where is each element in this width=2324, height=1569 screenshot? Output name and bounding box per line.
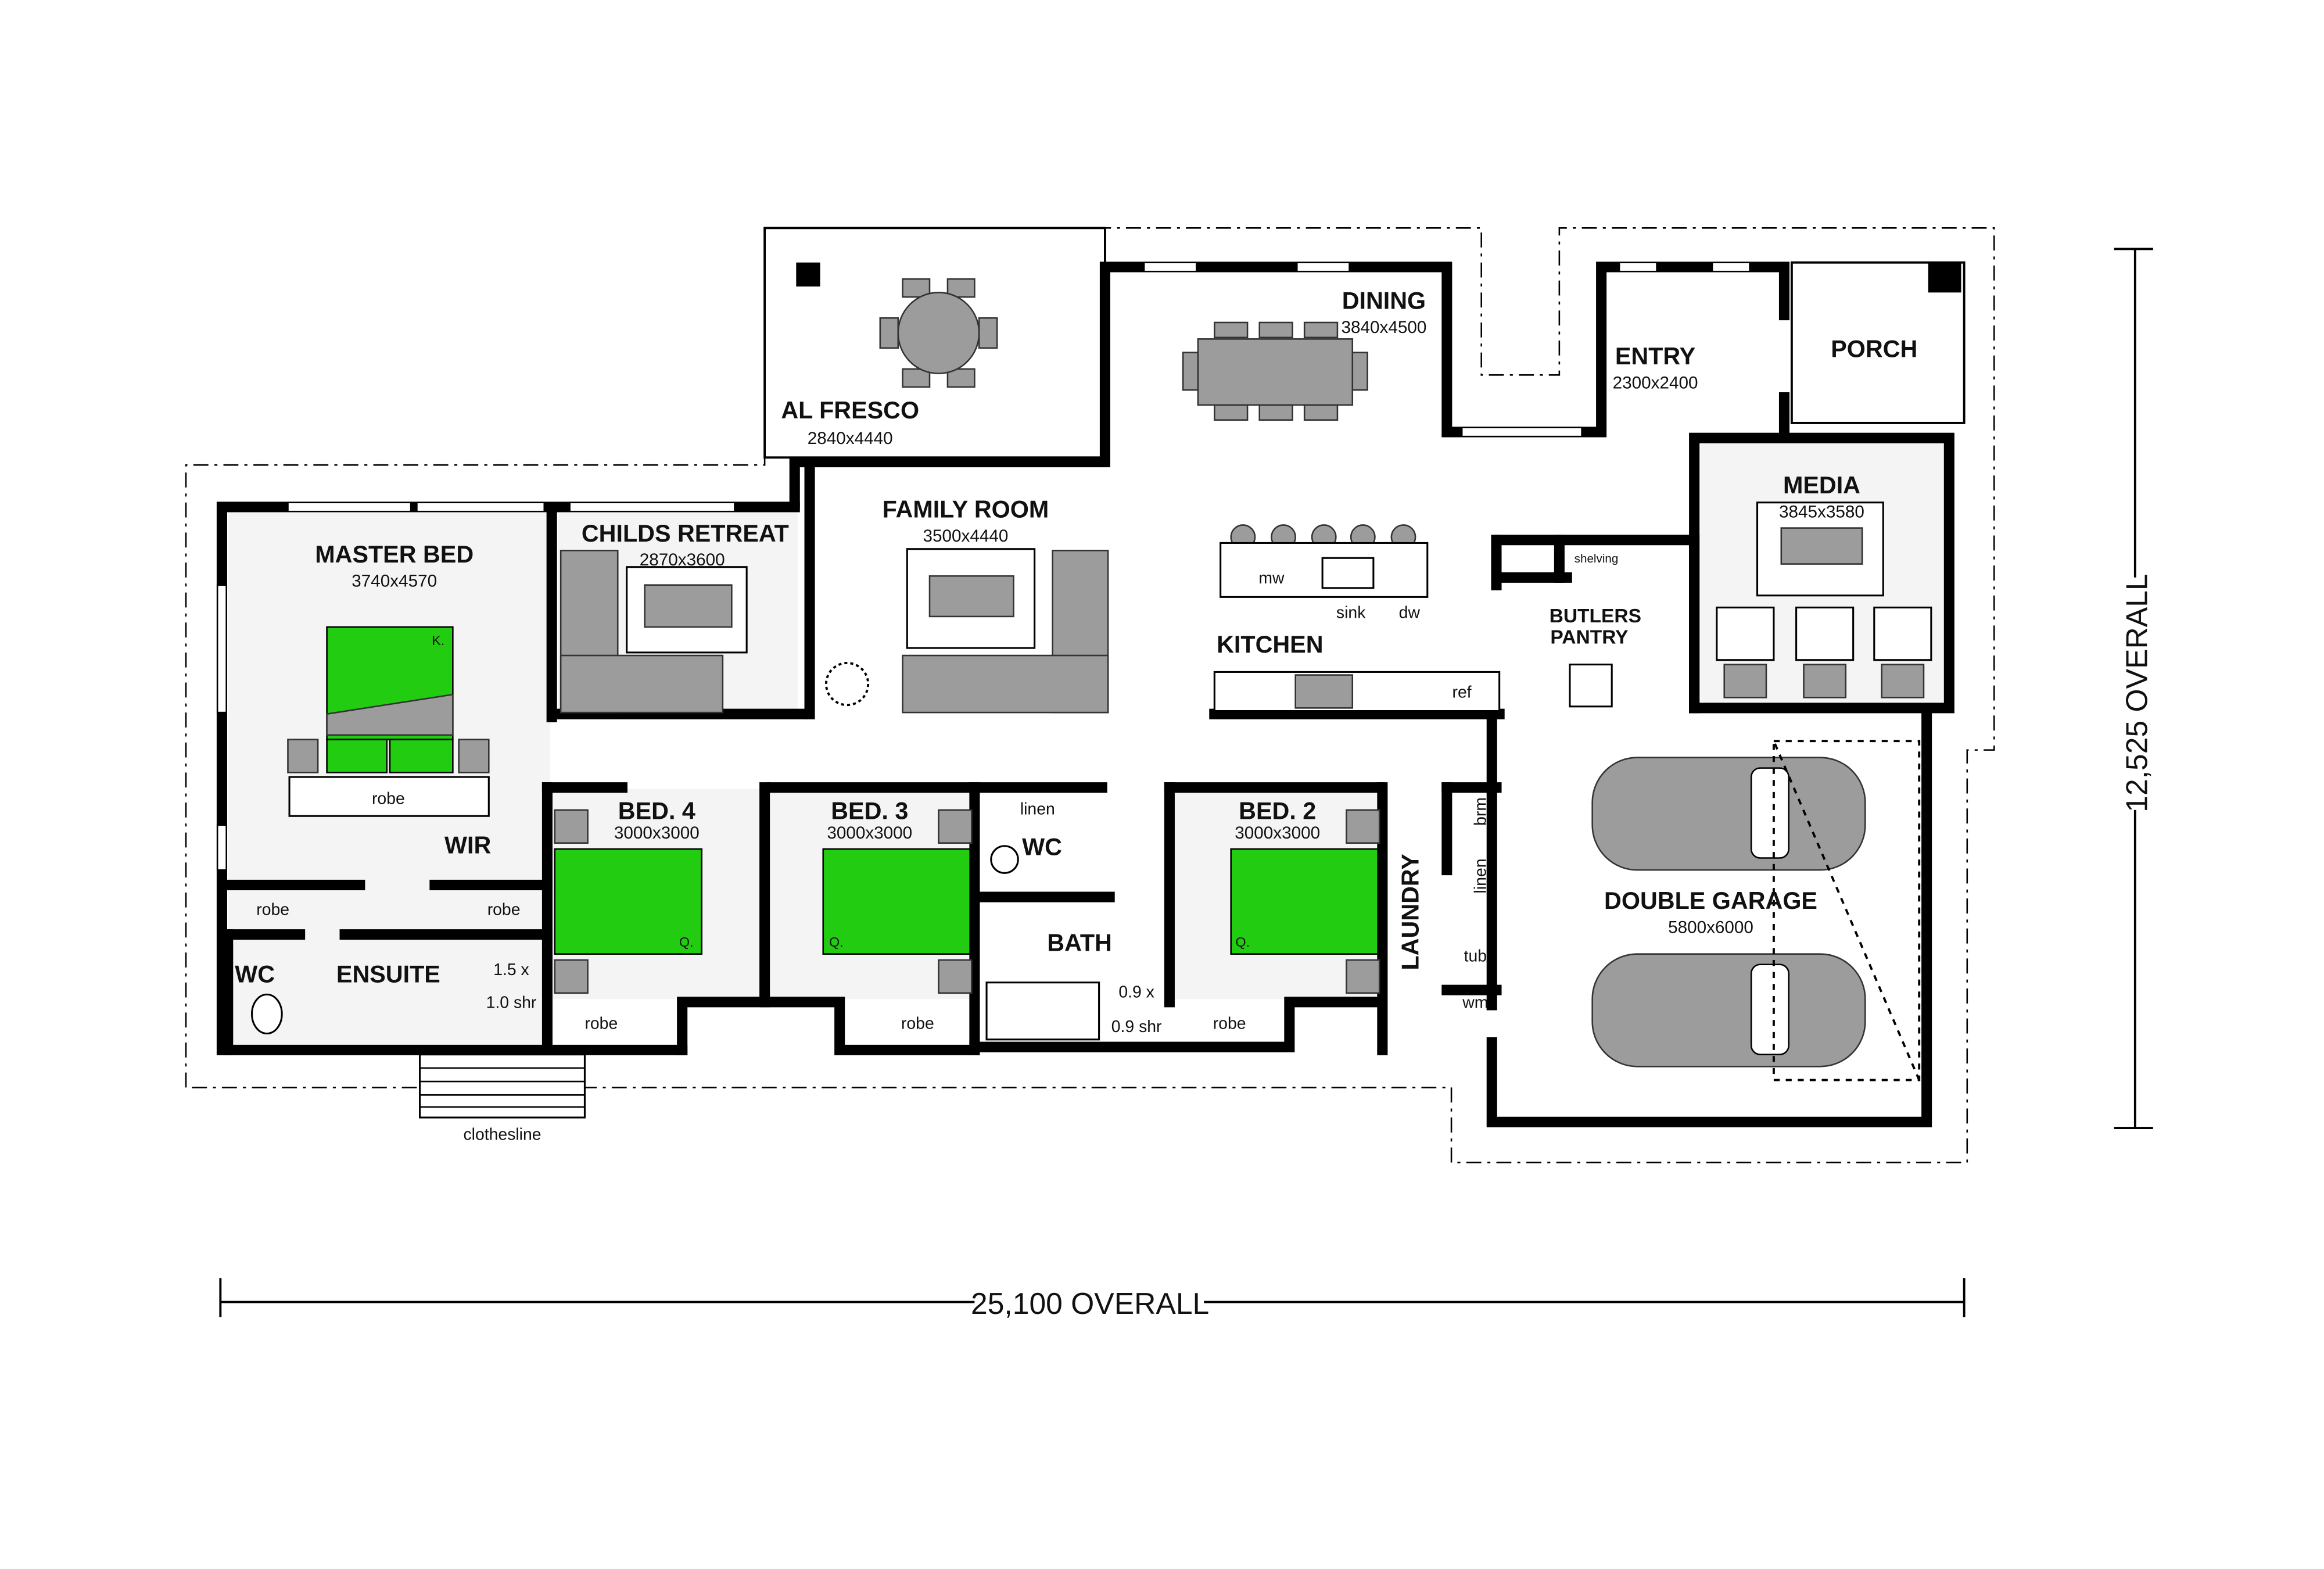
pantry-sink <box>1569 663 1613 708</box>
king-bed-label: K. <box>432 633 444 648</box>
robe-label: robe <box>584 1015 618 1033</box>
room-size-bed4: 3000x3000 <box>614 823 700 843</box>
room-label-wir: WIR <box>444 832 491 859</box>
kitchen-island <box>1220 524 1429 598</box>
family-lounge <box>825 548 1109 714</box>
room-size-bed2: 3000x3000 <box>1235 823 1320 843</box>
robe-label: robe <box>901 1015 934 1033</box>
ensuite-shower-label: 1.5 x <box>493 961 529 979</box>
tub-label: tub <box>1464 947 1487 966</box>
room-size-retreat: 2870x3600 <box>640 550 725 569</box>
sink-label: sink <box>1336 603 1366 622</box>
room-size-bed3: 3000x3000 <box>827 823 912 843</box>
wm-label: wm <box>1462 994 1488 1012</box>
clothesline-label: clothesline <box>463 1126 541 1144</box>
room-label-wc-ensuite: WC <box>235 961 275 988</box>
queen-bed-label: Q. <box>829 934 844 950</box>
room-size-family: 3500x4440 <box>923 526 1009 546</box>
site-boundary <box>185 227 1995 1163</box>
queen-bed-label: Q. <box>679 934 694 950</box>
dining-table <box>1182 321 1368 421</box>
robe-label: robe <box>256 901 289 919</box>
room-label-butlers: BUTLERS <box>1550 606 1641 627</box>
bath-shower-label: 0.9 shr <box>1111 1018 1162 1036</box>
room-label-kitchen: KITCHEN <box>1217 631 1323 658</box>
room-label-master: MASTER BED <box>315 541 474 568</box>
overall-depth-label: 12,525 OVERALL <box>2119 574 2153 812</box>
bed4-furniture <box>554 809 703 994</box>
room-label-bath: BATH <box>1047 930 1112 957</box>
room-size-media: 3845x3580 <box>1779 503 1864 522</box>
ref-label: ref <box>1452 683 1472 701</box>
clothesline-icon <box>419 1054 586 1119</box>
master-bed-furniture <box>287 626 490 817</box>
robe-label: robe <box>487 901 521 919</box>
room-size-entry: 2300x2400 <box>1613 374 1698 393</box>
ensuite-shower-label: 1.0 shr <box>486 994 537 1012</box>
toilet-main <box>990 845 1019 874</box>
depth-dimension <box>2114 248 2153 1130</box>
media-furniture <box>1716 501 1932 698</box>
width-dimension <box>219 1278 1966 1317</box>
bath-shower-label: 0.9 x <box>1118 983 1154 1002</box>
room-label-family: FAMILY ROOM <box>883 496 1049 523</box>
room-size-master: 3740x4570 <box>352 571 437 590</box>
clothesline-lines <box>419 1067 585 1108</box>
alfresco-table <box>879 278 998 388</box>
post <box>1928 262 1961 293</box>
room-label-bed4: BED. 4 <box>618 797 695 824</box>
room-label-media: MEDIA <box>1783 472 1860 499</box>
overall-width-label: 25,100 OVERALL <box>971 1287 1209 1320</box>
walls <box>216 262 1954 1127</box>
cooktop-icon <box>1294 674 1354 709</box>
room-label-dining: DINING <box>1342 288 1426 314</box>
linen-label: linen <box>1471 858 1490 893</box>
room-label-wc: WC <box>1022 833 1062 860</box>
retreat-lounge <box>560 550 748 714</box>
kitchen-bench <box>1213 671 1501 712</box>
linen-label: linen <box>1020 800 1055 819</box>
room-label-porch: PORCH <box>1831 335 1917 362</box>
brm-label: brm <box>1471 797 1490 826</box>
room-label-entry: ENTRY <box>1615 343 1695 370</box>
post <box>796 262 820 287</box>
room-size-garage: 5800x6000 <box>1668 918 1753 937</box>
toilet-ensuite <box>250 993 283 1035</box>
room-size-alfresco: 2840x4440 <box>808 429 893 448</box>
room-label-bed3: BED. 3 <box>831 797 908 824</box>
mw-label: mw <box>1258 569 1285 588</box>
garage-cars <box>1591 740 1921 1081</box>
room-label-laundry: LAUNDRY <box>1397 854 1423 970</box>
room-label-bed2: BED. 2 <box>1239 797 1316 824</box>
queen-bed-label: Q. <box>1235 934 1250 950</box>
dw-label: dw <box>1399 603 1421 622</box>
room-label-retreat: CHILDS RETREAT <box>582 520 789 547</box>
porch-outline <box>1790 261 1966 424</box>
room-label-alfresco: AL FRESCO <box>781 397 919 424</box>
bathtub <box>985 981 1100 1041</box>
room-size-dining: 3840x4500 <box>1342 318 1427 337</box>
shelving-label: shelving <box>1575 552 1619 565</box>
room-label-ensuite: ENSUITE <box>336 961 440 988</box>
robe-label: robe <box>372 790 405 808</box>
plant-icon <box>825 661 870 707</box>
room-label-pantry: PANTRY <box>1550 626 1628 648</box>
robe-label: robe <box>1213 1015 1246 1033</box>
bed2-furniture <box>1230 809 1380 994</box>
windows <box>216 262 1751 871</box>
room-label-garage: DOUBLE GARAGE <box>1604 887 1817 914</box>
bed3-furniture <box>822 809 973 994</box>
